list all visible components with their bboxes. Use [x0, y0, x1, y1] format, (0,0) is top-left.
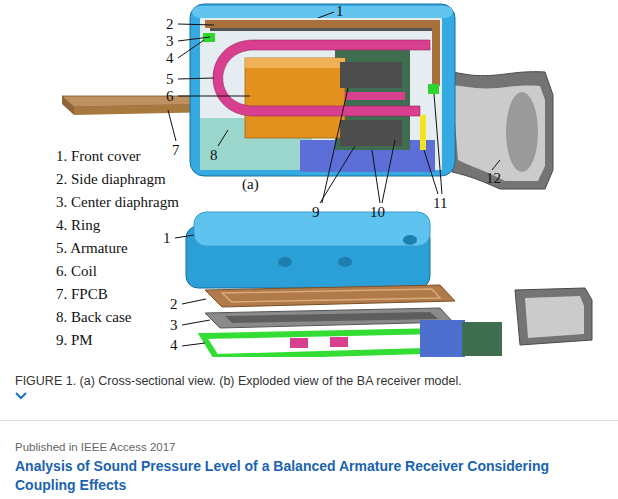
side-diaphragm	[205, 285, 455, 307]
callout-number: 12	[486, 170, 501, 187]
cover-hole	[338, 257, 352, 267]
part-list-item: 5. Armature	[56, 240, 128, 257]
fpcb-side	[62, 96, 74, 115]
part-list-item: 4. Ring	[56, 217, 100, 234]
leader-line	[322, 88, 348, 203]
armature-part	[330, 337, 348, 347]
leader-line	[178, 40, 204, 58]
leader-line	[218, 130, 228, 146]
exploded-view	[175, 212, 592, 358]
coil	[245, 58, 345, 138]
callout-number: 3	[166, 33, 174, 50]
paper-title: Analysis of Sound Pressure Level of a Ba…	[15, 457, 607, 495]
caption-panel	[0, 357, 618, 499]
side-diaphragm	[205, 20, 440, 28]
callout-number: 10	[370, 204, 385, 221]
leader-line	[318, 12, 334, 18]
nozzle-bore	[506, 92, 538, 172]
armature-part	[290, 338, 308, 348]
panel-label: (a)	[242, 176, 259, 193]
part-list-item: 9. PM	[56, 332, 93, 349]
leader-line	[178, 24, 214, 25]
callout-number: 1	[336, 3, 344, 20]
ring	[428, 84, 439, 94]
leader-line	[424, 150, 438, 194]
drive-pin	[420, 115, 426, 150]
leader-line	[182, 343, 205, 346]
center-diaphragm-plate	[225, 312, 438, 323]
part-list-item: 2. Side diaphragm	[56, 171, 166, 188]
leader-line	[492, 160, 500, 170]
back-case-part	[420, 320, 465, 358]
callout-number: 4	[166, 50, 174, 67]
part-list-item: 1. Front cover	[56, 148, 141, 165]
leader-line	[182, 320, 210, 325]
callout-number: 3	[170, 317, 178, 334]
publication-line: Published in IEEE Access 2017	[15, 440, 175, 454]
leader-line	[434, 94, 442, 194]
callout-number: 5	[166, 71, 174, 88]
front-cover-top	[192, 6, 453, 18]
cover-hole	[278, 257, 292, 267]
leader-line	[178, 78, 214, 79]
leader-lines	[175, 235, 210, 346]
magnet-part	[462, 322, 502, 356]
figure-caption: FIGURE 1. (a) Cross-sectional view. (b) …	[15, 373, 462, 389]
pm	[340, 62, 402, 88]
leader-line	[182, 299, 206, 304]
callout-number: 8	[210, 147, 218, 164]
part-list-item: 3. Center diaphragm	[56, 194, 179, 211]
nozzle-inner	[525, 296, 584, 338]
callout-number: 1	[163, 230, 171, 247]
leader-line	[175, 235, 194, 238]
side-diaphragm-groove	[222, 289, 440, 302]
leader-lines	[168, 12, 500, 203]
expand-chevron	[16, 393, 26, 398]
nozzle-outer	[440, 70, 553, 189]
leader-line	[168, 110, 176, 141]
armature-reed	[345, 92, 405, 100]
front-cover	[190, 4, 455, 176]
nozzle-inner	[452, 85, 545, 181]
leader-line	[320, 146, 355, 203]
callout-number: 2	[170, 296, 178, 313]
callout-number: 2	[166, 16, 174, 33]
center-diaphragm	[210, 28, 432, 31]
nozzle	[515, 288, 592, 345]
leader-line	[372, 150, 380, 203]
part-list-item: 8. Back case	[56, 309, 131, 326]
pm	[340, 120, 402, 146]
leader-line	[178, 37, 210, 41]
armature	[213, 40, 430, 116]
leader-line	[178, 96, 250, 97]
callout-number: 9	[312, 204, 320, 221]
callout-number: 4	[170, 337, 178, 354]
callout-number: 6	[166, 88, 174, 105]
divider	[0, 420, 618, 421]
leader-line	[382, 140, 395, 203]
ring	[203, 331, 458, 357]
cover-hole	[403, 235, 417, 245]
callout-number: 7	[172, 142, 180, 159]
callout-number: 11	[433, 195, 447, 212]
coil-top	[245, 58, 345, 68]
magnet-housing	[335, 50, 410, 150]
side-diaphragm-edge	[432, 20, 440, 86]
part-list-item: 6. Coil	[56, 263, 97, 280]
part-list-item: 7. FPCB	[56, 286, 108, 303]
center-diaphragm	[205, 308, 453, 328]
